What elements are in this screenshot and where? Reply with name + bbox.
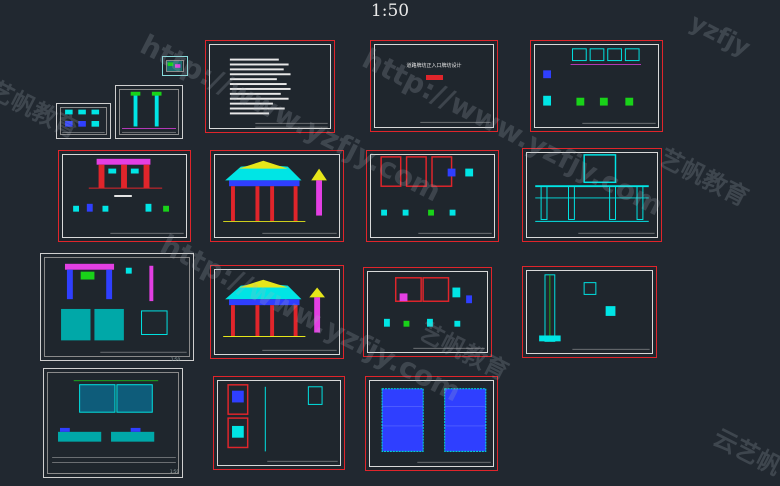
sheet-archway-elevation-2[interactable] xyxy=(210,265,344,359)
sheet-column-details[interactable] xyxy=(522,266,657,358)
scale-title: 1:50 xyxy=(370,1,410,21)
sheet-framed-elevation[interactable]: 1:50 xyxy=(40,253,194,362)
sheet-scale-label: 1:50 xyxy=(170,469,179,474)
sheet-thumb-c[interactable] xyxy=(115,85,183,139)
sheet-section-details-1[interactable] xyxy=(366,150,499,242)
sheet-thumb-b[interactable] xyxy=(56,103,111,139)
sheet-pillar-details[interactable] xyxy=(213,376,345,470)
watermark-brand: 艺帆教育 xyxy=(654,143,753,212)
cover-title: 道路牌坊正入口牌坊设计 xyxy=(406,63,462,69)
sheet-cover[interactable]: 道路牌坊正入口牌坊设计 xyxy=(370,40,498,132)
sheet-archway-elevation-1[interactable] xyxy=(210,150,344,242)
sheet-scale-label: 1:50 xyxy=(171,357,180,362)
sheet-foundation-plan[interactable]: 1:50 xyxy=(43,368,183,478)
sheet-section-details-2[interactable] xyxy=(363,267,492,357)
cover-stamp xyxy=(426,75,443,80)
sheet-thumb-a[interactable] xyxy=(162,56,188,76)
sheet-rebar-plan[interactable] xyxy=(365,376,498,471)
sheet-plan-details[interactable] xyxy=(530,40,663,132)
sheet-front-elevation-details[interactable] xyxy=(58,150,191,242)
sheet-notes[interactable] xyxy=(205,40,335,133)
watermark-brand: 云艺帆 xyxy=(708,423,780,481)
sheet-structure-plan[interactable] xyxy=(522,148,662,242)
